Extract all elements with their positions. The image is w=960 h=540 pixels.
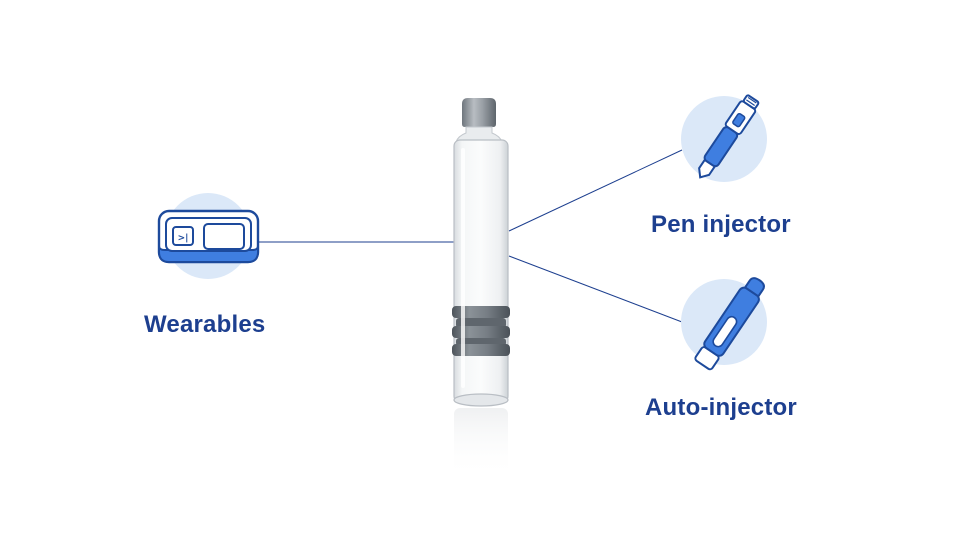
connector-auto-injector [508,255,683,323]
connector-pen-injector [508,149,683,232]
wearable-button-icon [172,226,194,246]
wearable-display-icon [203,223,245,250]
cartridge-bottom-rim [453,393,509,407]
label-wearables: Wearables [144,311,266,338]
glass-cartridge [452,98,510,478]
wearable-patch-icon: >| [157,193,260,279]
cartridge-cap [462,98,496,127]
pen-injector-icon [681,94,767,182]
cartridge-reflection [454,408,508,478]
label-pen-injector: Pen injector [651,211,791,238]
wearable-button-glyph: >| [178,234,189,244]
label-auto-injector: Auto-injector [645,394,797,421]
auto-injector-icon [681,277,767,371]
cartridge-plunger [452,306,510,356]
